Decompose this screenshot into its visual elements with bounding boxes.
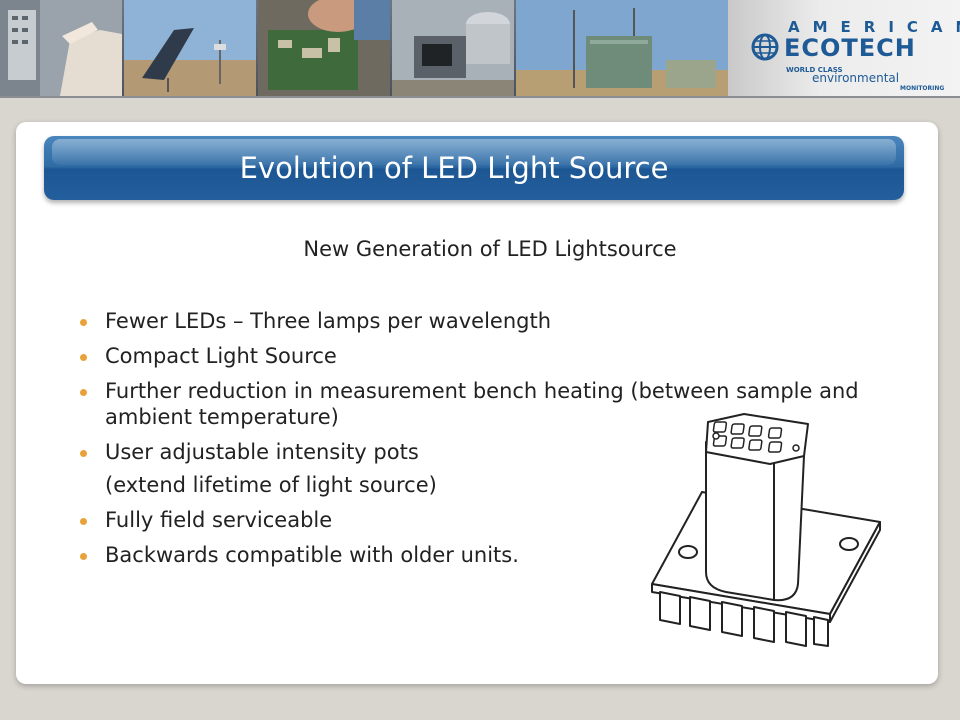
bullet-item: Further reduction in measurement bench h… [80,378,925,430]
photo-circuit-board [258,0,390,96]
photo-solar-panel [124,0,256,96]
bullet-continuation: (extend lifetime of light source) [105,473,437,497]
logo-tagline-1: WORLD CLASS [786,66,843,74]
logo-main-word: ECOTECH [784,34,916,62]
bullet-item: Compact Light Source [80,343,920,369]
logo-tagline-2: environmental [812,71,900,85]
photo-monitoring-station [516,0,728,96]
logo-tagline-3: MONITORING [900,85,945,92]
slide-subtitle: New Generation of LED Lightsource [303,237,677,261]
bullet-item: User adjustable intensity pots [80,439,920,465]
company-logo: AMERICAN ECOTECH WORLD CLASS environment… [728,0,960,96]
bullet-item: Fewer LEDs – Three lamps per wavelength [80,308,920,334]
bullet-item: Fully field serviceable [80,507,920,533]
logo-top-word: AMERICAN [788,18,960,36]
slide-title: Evolution of LED Light Source [239,151,669,185]
bullet-item: Backwards compatible with older units. [80,542,920,568]
photo-instrument-rack [0,0,122,96]
header-banner: AMERICAN ECOTECH WORLD CLASS environment… [0,0,960,98]
slide-title-bar: Evolution of LED Light Source [44,136,904,200]
globe-icon [751,33,779,61]
photo-sampler [392,0,514,96]
led-light-source-drawing [651,413,881,647]
bullet-list: Fewer LEDs – Three lamps per wavelength … [80,308,920,577]
